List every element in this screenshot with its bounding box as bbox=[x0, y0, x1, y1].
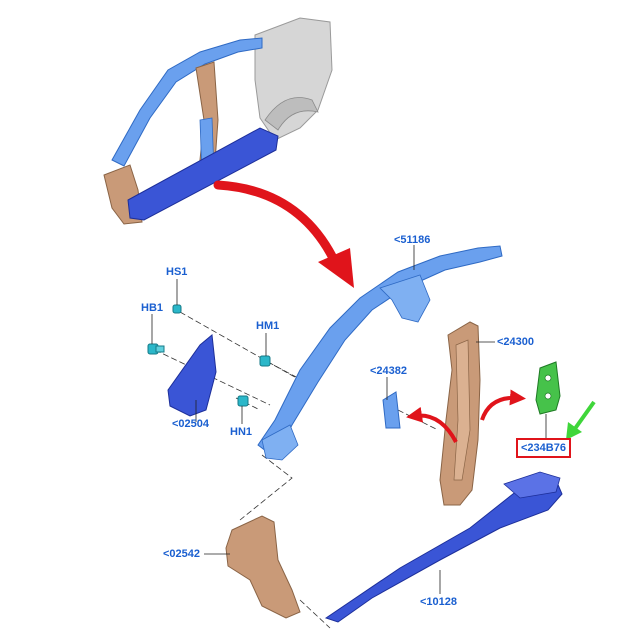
rear-wheel-arch bbox=[264, 97, 319, 131]
callout-hb1[interactable]: HB1 bbox=[141, 302, 164, 314]
green-pointer-arrow bbox=[572, 400, 596, 432]
callout-24382[interactable]: <24382 bbox=[370, 365, 408, 377]
pillar-bracket-part bbox=[167, 334, 217, 417]
clip-hs1 bbox=[172, 304, 182, 314]
callout-hn1[interactable]: HN1 bbox=[230, 426, 253, 438]
a-pillar-lower-part bbox=[225, 515, 301, 619]
red-curved-arrow-head bbox=[318, 248, 354, 288]
roof-rail-part bbox=[257, 245, 503, 461]
small-bracket-part bbox=[382, 391, 401, 429]
rear-quarter-inner-panel bbox=[254, 17, 333, 141]
assembled-body-side-overview bbox=[103, 17, 333, 225]
red-curved-arrow bbox=[213, 180, 340, 267]
roof-rail bbox=[111, 37, 263, 167]
green-pointer-arrow-head bbox=[566, 422, 582, 440]
callout-hm1[interactable]: HM1 bbox=[256, 320, 280, 332]
callout-51186[interactable]: <51186 bbox=[394, 234, 431, 246]
clip-hn1 bbox=[237, 395, 249, 407]
clip-hm1 bbox=[259, 355, 271, 367]
callout-24300[interactable]: <24300 bbox=[497, 336, 535, 348]
rocker-sill-part bbox=[324, 471, 563, 623]
b-pillar-part bbox=[439, 321, 481, 506]
clip-hb1 bbox=[147, 343, 165, 355]
callout-02504[interactable]: <02504 bbox=[172, 418, 210, 430]
callout-234b76-highlighted[interactable]: <234B76 bbox=[516, 438, 571, 458]
red-arrow-right bbox=[480, 389, 526, 421]
callout-02542[interactable]: <02542 bbox=[163, 548, 201, 560]
callout-hs1[interactable]: HS1 bbox=[166, 266, 188, 278]
callout-leader-lines bbox=[151, 245, 547, 594]
callout-10128[interactable]: <10128 bbox=[420, 596, 458, 608]
red-arrow-left bbox=[406, 406, 458, 443]
highlighted-green-bracket-part bbox=[535, 361, 561, 415]
rocker-sill-overview bbox=[127, 127, 279, 221]
